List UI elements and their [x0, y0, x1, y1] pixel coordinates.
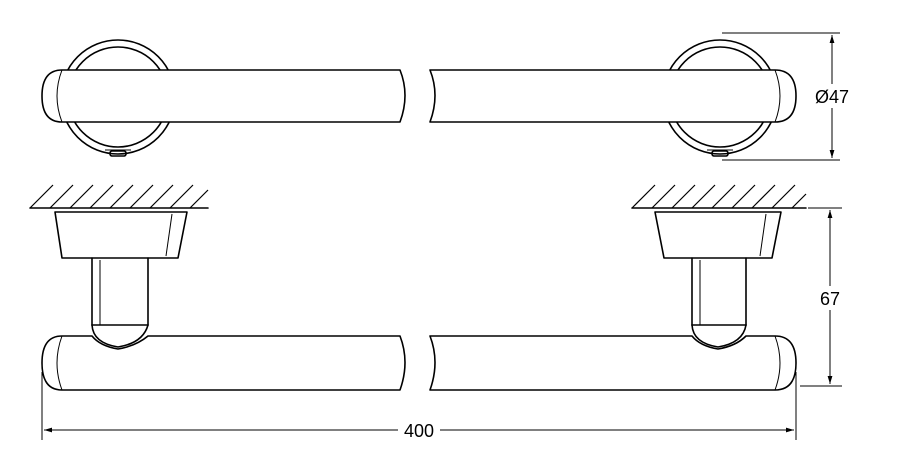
length-dimension: 400 — [41, 372, 797, 442]
projection-dimension: 67 — [800, 207, 848, 387]
diameter-label: Ø47 — [815, 87, 849, 107]
top-view — [41, 39, 797, 157]
front-view — [29, 184, 807, 391]
front-bar-right — [429, 335, 797, 391]
right-wall-hatch — [631, 184, 807, 209]
top-bar-right — [429, 69, 797, 123]
diameter-dimension: Ø47 — [722, 32, 854, 161]
front-bar-left — [41, 335, 406, 391]
left-mount — [54, 211, 188, 348]
right-mount — [654, 211, 782, 348]
length-label: 400 — [404, 421, 434, 441]
left-wall-hatch — [29, 184, 209, 209]
top-bar-left — [41, 69, 406, 123]
projection-label: 67 — [820, 289, 840, 309]
